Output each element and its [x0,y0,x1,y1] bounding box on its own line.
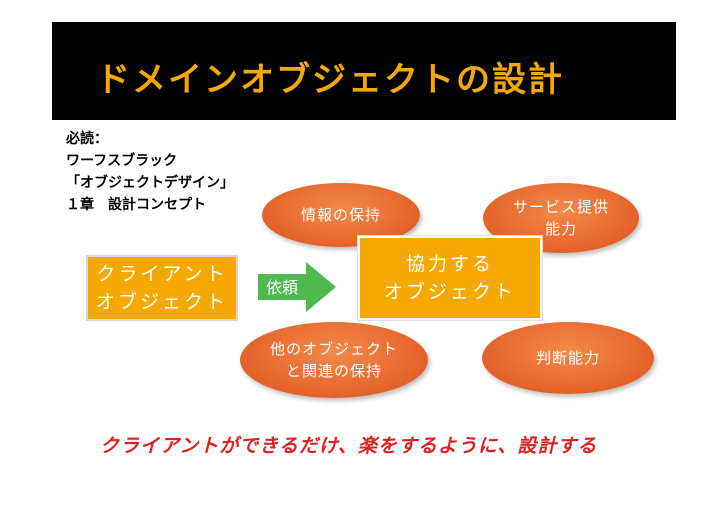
responsibility-relation: 他のオブジェクト と関連の保持 [240,322,428,398]
reading-line-2: ワーフスブラック [66,153,178,169]
reading-line-4: １章 設計コンセプト [66,197,206,213]
collaborator-line-2: オブジェクト [383,281,516,303]
collaborator-line-1: 協力する [405,253,494,275]
request-arrow: 依頼 [258,262,336,312]
responsibility-service-line-2: 能力 [544,220,577,238]
responsibility-judgment: 判断能力 [482,322,654,394]
request-label: 依頼 [266,278,299,297]
required-reading: 必読： ワーフスブラック 「オブジェクトデザイン」 １章 設計コンセプト [66,128,234,216]
slide-title: ドメインオブジェクトの設計 [96,60,564,100]
client-object-box: クライアント オブジェクト [86,255,238,321]
reading-line-1: 必読： [66,131,108,147]
client-line-2: オブジェクト [95,291,228,313]
responsibility-info-label: 情報の保持 [300,206,381,224]
reading-line-3: 「オブジェクトデザイン」 [66,175,234,191]
responsibility-relation-line-2: と関連の保持 [285,362,382,380]
footer-message: クライアントができるだけ、楽をするように、設計する [100,435,598,457]
responsibility-relation-line-1: 他のオブジェクト [269,340,398,358]
responsibility-info: 情報の保持 [262,183,420,247]
client-line-1: クライアント [96,263,228,285]
responsibility-judgment-label: 判断能力 [535,349,600,367]
arrow-right-icon [258,262,336,312]
responsibility-service-line-1: サービス提供 [512,198,609,216]
collaborator-object-box: 協力する オブジェクト [358,236,542,320]
title-bar: ドメインオブジェクトの設計 [52,22,676,120]
